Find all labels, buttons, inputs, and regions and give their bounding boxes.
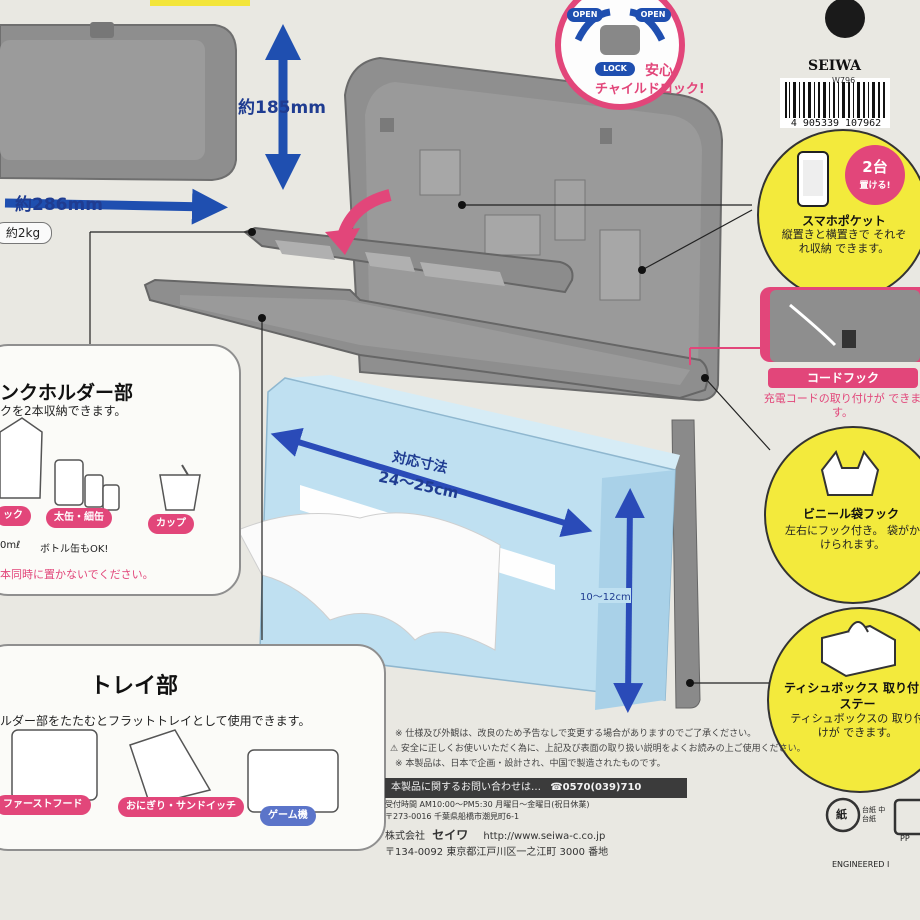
bag-title: ビニール袋フック (802, 507, 899, 521)
tag-onigiri: おにぎり・サンドイッチ (118, 797, 244, 817)
paper-recycle-mark (825, 797, 861, 833)
tag-fastfood: ファーストフード (0, 795, 91, 815)
paper-mark-label: 紙 (836, 808, 847, 821)
holder-cell-3 (420, 262, 505, 286)
lock-label: LOCK (595, 62, 635, 76)
lock-latch (600, 25, 640, 55)
contact-inquiry-text: 本製品に関するお問い合わせは… (391, 782, 541, 793)
drink-holder-title: ンクホルダー部 (0, 382, 134, 404)
fastfood-icon (11, 729, 98, 801)
cup-icon (159, 474, 201, 511)
paper-mark-sublabel: 台紙 中台紙 (862, 806, 886, 823)
can-thin-icon (84, 474, 104, 508)
phone-title: スマホポケット (802, 214, 886, 228)
tag-game: ゲーム機 (260, 806, 316, 826)
tray-small-latch (90, 22, 114, 38)
width-label: 約286mm (15, 195, 103, 215)
holder-cell-2 (365, 252, 415, 272)
hang-hole (825, 0, 865, 38)
weight-label: 約2kg (0, 222, 52, 244)
width-size-arrow (270, 428, 593, 537)
note-line-1: ※ 仕様及び外観は、改良のため予告なしで変更する場合がありますのでご了承ください… (395, 729, 757, 739)
onigiri-icon (129, 729, 212, 806)
holder-slot-3 (599, 229, 641, 301)
tray-small-face (0, 40, 205, 160)
phone-count-badge (845, 145, 905, 205)
panel-hole-2 (600, 128, 612, 144)
contact-inquiry: 本製品に関するお問い合わせは… ☎0570(039)710 (385, 778, 687, 798)
can-thick-icon (54, 459, 84, 506)
note-line-2: ⚠ 安全に正しくお使いいただく為に、上記及び表面の取り扱い説明をよくお読みの上ご… (390, 744, 806, 754)
cord-title: コードフック (768, 368, 918, 388)
company-url: http://www.seiwa-c.co.jp (483, 831, 606, 842)
lock-caption-2: チャイルドロック! (595, 82, 705, 97)
tag-can: 太缶・細缶 (46, 508, 112, 528)
holder-slot-2 (484, 214, 541, 256)
open-right-label: OPEN (635, 8, 671, 22)
tissue-height-label: 10〜12cm (580, 588, 631, 603)
panel-hole-1 (380, 118, 394, 132)
drink-warning: 本同時に置かないでください。 (0, 568, 154, 581)
holder-cell-1 (275, 240, 335, 260)
height-label: 約185mm (238, 98, 326, 118)
lock-caption-1: 安心 (645, 63, 673, 79)
drink-holder-desc: クを2本収納できます。 (0, 404, 127, 418)
drink-pack-icon (0, 417, 43, 499)
brand-logo: SEIWA (808, 58, 862, 74)
open-left-label: OPEN (567, 8, 603, 22)
bag-bubble (764, 426, 920, 604)
tissue-feature-desc: ティシュボックスの 取り付けが できます。 (790, 712, 920, 739)
width-arrow (4, 188, 228, 225)
pp-recycle-mark (893, 798, 920, 836)
bag-desc: 左右にフック付き。 袋がかけられます。 (785, 524, 920, 551)
company-row: 株式会社 セイワ http://www.seiwa-c.co.jp (385, 826, 605, 843)
tray-title: トレイ部 (90, 674, 179, 699)
tag-cup: カップ (148, 514, 194, 534)
tray-desc: ルダー部をたたむとフラットトレイとして使用できます。 (0, 714, 311, 728)
company-logo: セイワ (432, 828, 469, 842)
phone-desc: 縦置きと横置きで それぞれ収納 できます。 (781, 228, 907, 255)
barcode (785, 82, 885, 118)
cord-photo (770, 290, 920, 362)
note-line-3: ※ 本製品は、日本で企画・設計され、中国で製造されたものです。 (395, 759, 666, 769)
note-bottle: ボトル缶もOK! (40, 544, 109, 555)
note-ml: 0mℓ (0, 540, 21, 551)
holder-slot-4 (554, 179, 586, 241)
fold-arrow-head (325, 228, 360, 255)
game-icon (247, 749, 339, 813)
engineered-label: ENGINEERED I (832, 860, 890, 869)
contact-phone: ☎0570(039)710 (550, 782, 642, 793)
top-edge-strip (150, 0, 250, 6)
phone-badge-num: 2台 (862, 158, 888, 176)
company-address: 〒134-0092 東京都江戸川区一之江町 3000 番地 (385, 847, 609, 858)
holder-slot-1 (419, 149, 461, 196)
can-small-icon (102, 484, 120, 511)
phone-badge-text: 置ける! (859, 181, 891, 191)
cord-desc: 充電コードの取り付けが できます。 (763, 392, 920, 419)
tissue-box-icon (821, 624, 896, 678)
pp-label: PP (900, 834, 910, 843)
barcode-number: 4 905339 107962 (790, 118, 882, 129)
tissue-stay (671, 419, 701, 709)
company-label: 株式会社 (385, 831, 425, 842)
tissue-feature-title: ティシュボックス 取り付けステー (783, 681, 920, 711)
model-number: W796 (832, 76, 856, 85)
flat-tray-top (180, 295, 690, 385)
contact-hours: 受付時間 AM10:00〜PM5:30 月曜日〜金曜日(祝日休業) (385, 800, 590, 809)
tag-pack: ック (0, 506, 31, 526)
contact-address-small: 〒273-0016 千葉県船橋市潮見町6-1 (385, 812, 520, 821)
bag-icon (820, 449, 880, 496)
